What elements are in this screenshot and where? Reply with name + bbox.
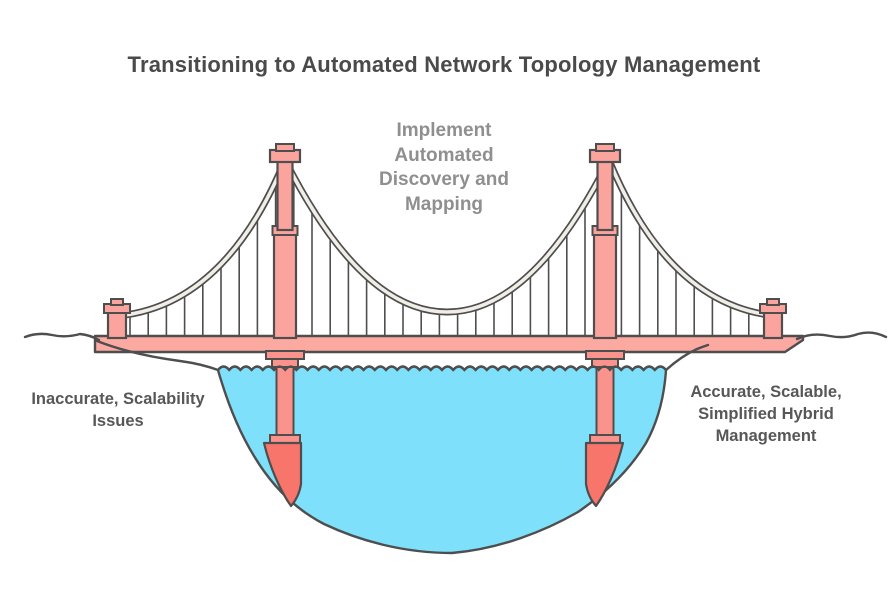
bridge-center-label: Implement Automated Discovery and Mappin… [379,120,509,215]
right-pier-collar [589,434,621,444]
right-bank-slope [664,343,710,372]
right-tower-shaft [596,158,614,232]
water-surface-line [217,365,667,372]
right-shoreline [795,331,888,341]
right-pier-column [595,366,615,438]
left-tower-top [275,143,295,152]
right-tower-lower [592,228,618,340]
right-anchor-top [766,298,780,306]
right-anchor-pillar [762,309,784,340]
left-shoreline [23,332,101,342]
main-cable [115,155,779,318]
left-anchor-pillar [106,309,128,340]
left-pier-collar [269,434,301,444]
page-title: Transitioning to Automated Network Topol… [127,52,761,77]
right-pier-footing [584,441,625,508]
left-bank-label: Inaccurate, Scalability Issues [31,390,205,430]
left-pier-footing [262,441,303,508]
left-pier-column [275,366,295,438]
left-bank-slope [95,339,220,372]
left-anchor-top [110,298,124,306]
left-tower-lower [272,228,298,340]
right-bank-label: Accurate, Scalable, Simplified Hybrid Ma… [690,383,842,445]
right-pier-slab-top [585,350,625,360]
right-tower-top [595,143,615,152]
left-pier-slab [271,358,299,368]
left-pier-slab-top [265,350,305,360]
bridge-deck [93,334,805,354]
left-tower-shaft [276,158,294,232]
